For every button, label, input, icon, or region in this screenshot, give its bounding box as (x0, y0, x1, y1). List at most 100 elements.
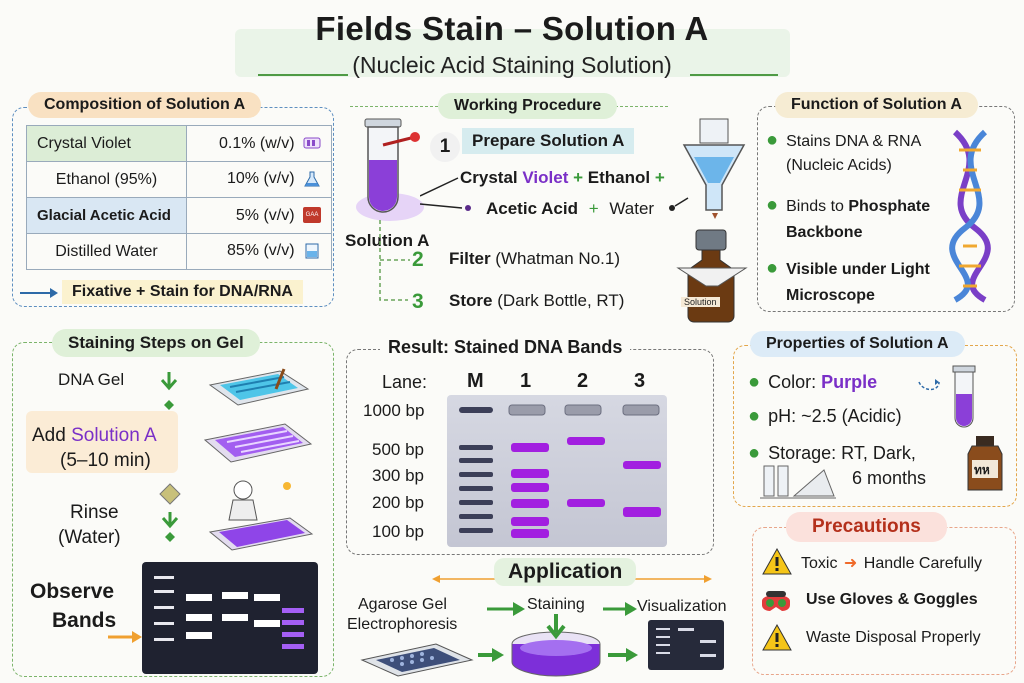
down-arrow-icon (160, 372, 178, 410)
beaker-icon (305, 243, 319, 259)
composition-table: Crystal Violet 0.1% (w/v) Ethanol (95%) … (26, 125, 332, 270)
function-heading: Function of Solution A (775, 92, 978, 118)
ingredient-unit: (v/v) (263, 206, 295, 224)
property-color: ●Color: Purple (748, 371, 878, 393)
mix-line-1: Crystal Violet + Ethanol + (460, 168, 665, 188)
gel-tray-illustration (208, 368, 310, 406)
storage-bottle-label: ทห (974, 463, 990, 477)
ingredient-name: Glacial Acetic Acid (26, 197, 187, 234)
arrow-right-icon (478, 648, 504, 662)
storage-bottle-icon (967, 436, 1003, 491)
table-row: Ethanol (95%) 10% (v/v) (26, 161, 332, 198)
property-text: Color: (768, 372, 822, 392)
observed-bands (154, 576, 304, 649)
page-title: Fields Stain – Solution A (315, 10, 709, 47)
property-text: Storage: RT, Dark, (768, 443, 916, 463)
mix-term: Acetic Acid (486, 199, 578, 218)
flask-icon (304, 171, 320, 187)
subtitle-right-rule (690, 74, 778, 76)
staining-dish-icon (511, 614, 601, 677)
ingredient-amount: 0.1% (218, 134, 256, 152)
mix-connector-lines (420, 177, 689, 211)
gel-step-text: Add (32, 425, 72, 446)
step-2-label: Filter (Whatman No.1) (449, 249, 620, 269)
plus-sign: + (573, 168, 584, 187)
gel-step-4: Observe (30, 580, 115, 603)
tube-label: Solution A (345, 231, 430, 250)
agarose-gel-tray-icon (360, 643, 474, 677)
property-ph: ●pH: ~2.5 (Acidic) (748, 405, 902, 427)
ladder-label: 200 bp (372, 493, 424, 512)
ingredient-name: Ethanol (95%) (26, 161, 187, 198)
property-text: pH: ~2.5 (Acidic) (768, 406, 902, 426)
arrow-right-icon (487, 602, 525, 616)
precaution-text: Toxic (801, 555, 838, 572)
gel-step-3: Rinse (70, 502, 119, 523)
vial-icon (303, 137, 321, 149)
visualization-screen-icon (648, 620, 724, 670)
gel-step-2-time: (5–10 min) (60, 450, 151, 471)
ingredient-amount: 85% (226, 242, 259, 260)
subtitle-left-rule (258, 74, 348, 76)
ingredient-unit: (w/v) (259, 134, 295, 152)
composition-heading: Composition of Solution A (28, 92, 262, 118)
tubes-rack-icon (760, 465, 836, 499)
step-2-bold: Filter (449, 249, 491, 268)
function-text: Visible (786, 261, 838, 278)
mix-term: Crystal (460, 168, 518, 187)
ingredient-unit: (v/v) (263, 242, 295, 260)
rinse-illustration (208, 480, 314, 551)
property-storage-duration: 6 months (852, 468, 927, 488)
function-item: ●Binds to Phosphate Backbone (766, 194, 931, 241)
plus-sign: + (654, 168, 665, 187)
lane-3-label: 3 (634, 370, 646, 392)
dna-helix-icon (949, 129, 991, 303)
gel-step-3-detail: (Water) (58, 527, 121, 548)
function-text: Stains DNA & RNA (786, 133, 922, 150)
function-text: under Light (837, 261, 930, 278)
add-solution-highlight (26, 411, 178, 473)
acid-bottle-icon: GAA (303, 207, 321, 224)
ingredient-unit: (v/v) (263, 170, 295, 188)
precautions-heading: Precautions (786, 512, 947, 542)
lane-1-label: 1 (520, 370, 532, 392)
diamond-step-icon (159, 483, 181, 542)
function-text: Microscope (786, 287, 875, 304)
gel-bands (459, 404, 661, 538)
gel-steps-heading: Staining Steps on Gel (52, 329, 260, 357)
application-step-1-detail: Electrophoresis (347, 616, 458, 633)
property-storage: ●Storage: RT, Dark, (748, 442, 916, 464)
arrow-right-icon: ➜ (843, 555, 858, 572)
dark-bottle-illustration (676, 229, 748, 323)
function-text: Binds to (786, 198, 849, 215)
precaution-text: Handle Carefully (863, 555, 983, 572)
arrow-right-icon (20, 288, 58, 298)
application-step-1: Agarose Gel (358, 596, 447, 613)
precaution-item: Toxic ➜ Handle Carefully (801, 553, 982, 573)
arrow-right-icon (608, 648, 638, 662)
stained-gel-illustration (203, 423, 313, 463)
warning-icon (762, 624, 792, 651)
mix-term: Water (609, 199, 655, 218)
ladder-label: 300 bp (372, 466, 424, 485)
ladder-label: 1000 bp (363, 401, 425, 420)
function-item: ●Visible under Light Microscope (766, 257, 930, 304)
table-row: Crystal Violet 0.1% (w/v) (26, 125, 332, 162)
table-row: Distilled Water 85% (v/v) (26, 233, 332, 270)
property-value: Purple (821, 372, 878, 392)
ingredient-amount: 5% (235, 206, 259, 224)
step-number-3: 3 (412, 290, 424, 313)
application-heading: Application (494, 558, 637, 586)
step-number-2: 2 (412, 248, 424, 271)
function-text: (Nucleic Acids) (786, 157, 892, 174)
result-gel (447, 395, 667, 547)
plus-sign: + (588, 199, 599, 218)
lane-m-label: M (467, 370, 484, 392)
properties-heading: Properties of Solution A (750, 331, 965, 357)
step-2-detail: (Whatman No.1) (495, 249, 620, 268)
gel-step-2: Add Solution A (32, 425, 157, 447)
funnel-illustration (682, 118, 746, 219)
ladder-label: 100 bp (372, 522, 424, 541)
mix-term: Ethanol (587, 168, 651, 187)
function-item: ●Stains DNA & RNA (Nucleic Acids) (766, 129, 922, 174)
